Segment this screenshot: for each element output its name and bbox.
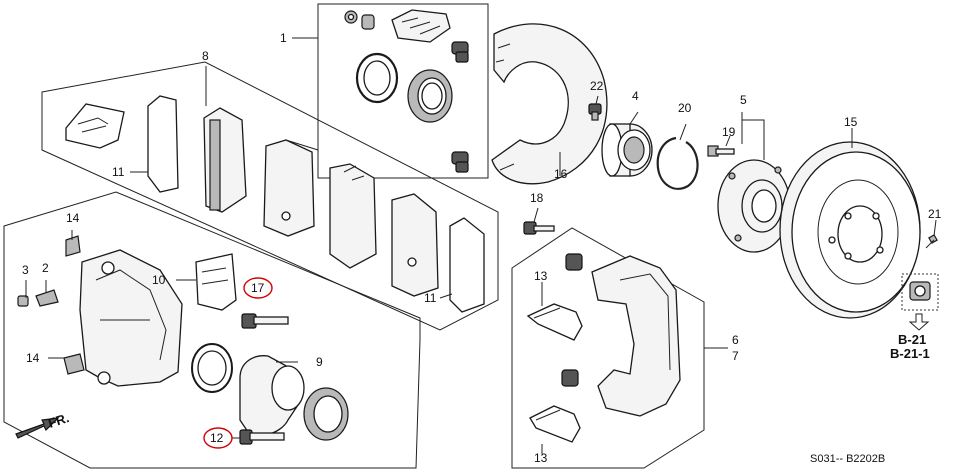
- callout-14a: 14: [66, 211, 80, 225]
- callout-15: 15: [844, 115, 858, 129]
- callout-13b: 13: [534, 451, 548, 465]
- callout-14b: 14: [26, 351, 40, 365]
- callout-19: 19: [722, 125, 736, 139]
- callout-16: 16: [554, 167, 568, 181]
- ref-b21: B-21: [898, 332, 926, 347]
- callout-8: 8: [202, 49, 209, 63]
- hub-nut: [901, 273, 939, 311]
- bracket-parts: [526, 253, 681, 443]
- pad-set-box: [41, 61, 499, 331]
- callout-11a: 11: [112, 165, 125, 179]
- callout-10: 10: [152, 273, 166, 287]
- callout-6: 6: [732, 333, 739, 347]
- callout-5: 5: [740, 93, 747, 107]
- caliper-box: [3, 191, 421, 469]
- callout-9: 9: [316, 355, 323, 369]
- reference-arrow: [908, 313, 930, 331]
- callout-1: 1: [280, 31, 287, 45]
- dust-shield: [491, 23, 608, 185]
- snap-ring: [656, 136, 699, 190]
- bracket-box: [511, 227, 705, 469]
- callout-13a: 13: [534, 269, 548, 283]
- seal-kit-box: [317, 3, 489, 179]
- highlight-ring-17: [243, 277, 273, 299]
- callout-18: 18: [530, 191, 544, 205]
- callout-12: 12: [210, 431, 224, 445]
- brake-disc: [779, 141, 921, 319]
- front-label: FR.: [46, 410, 71, 431]
- callout-2: 2: [42, 261, 49, 275]
- callout-3: 3: [22, 263, 29, 277]
- bolt-22: [588, 103, 602, 121]
- ref-b21-1: B-21-1: [890, 346, 930, 361]
- pad-set-parts: [65, 95, 485, 313]
- hub-bearing: [601, 123, 653, 177]
- caliper-parts: [15, 235, 349, 445]
- bolt-18: [523, 221, 555, 235]
- seal-kit-parts: [344, 9, 469, 173]
- callout-4: 4: [632, 89, 639, 103]
- callout-11b: 11: [424, 291, 437, 305]
- screw-21: [925, 234, 938, 249]
- wheel-hub: [717, 159, 791, 253]
- hub-bolt: [707, 145, 735, 157]
- callout-21: 21: [928, 207, 942, 221]
- highlight-ring-12: [203, 427, 233, 449]
- diagram-code: S031-- B2202B: [810, 453, 885, 465]
- callout-7: 7: [732, 349, 739, 363]
- callout-22: 22: [590, 79, 604, 93]
- leader-lines: [25, 37, 937, 454]
- callout-17: 17: [251, 281, 265, 295]
- callout-20: 20: [678, 101, 692, 115]
